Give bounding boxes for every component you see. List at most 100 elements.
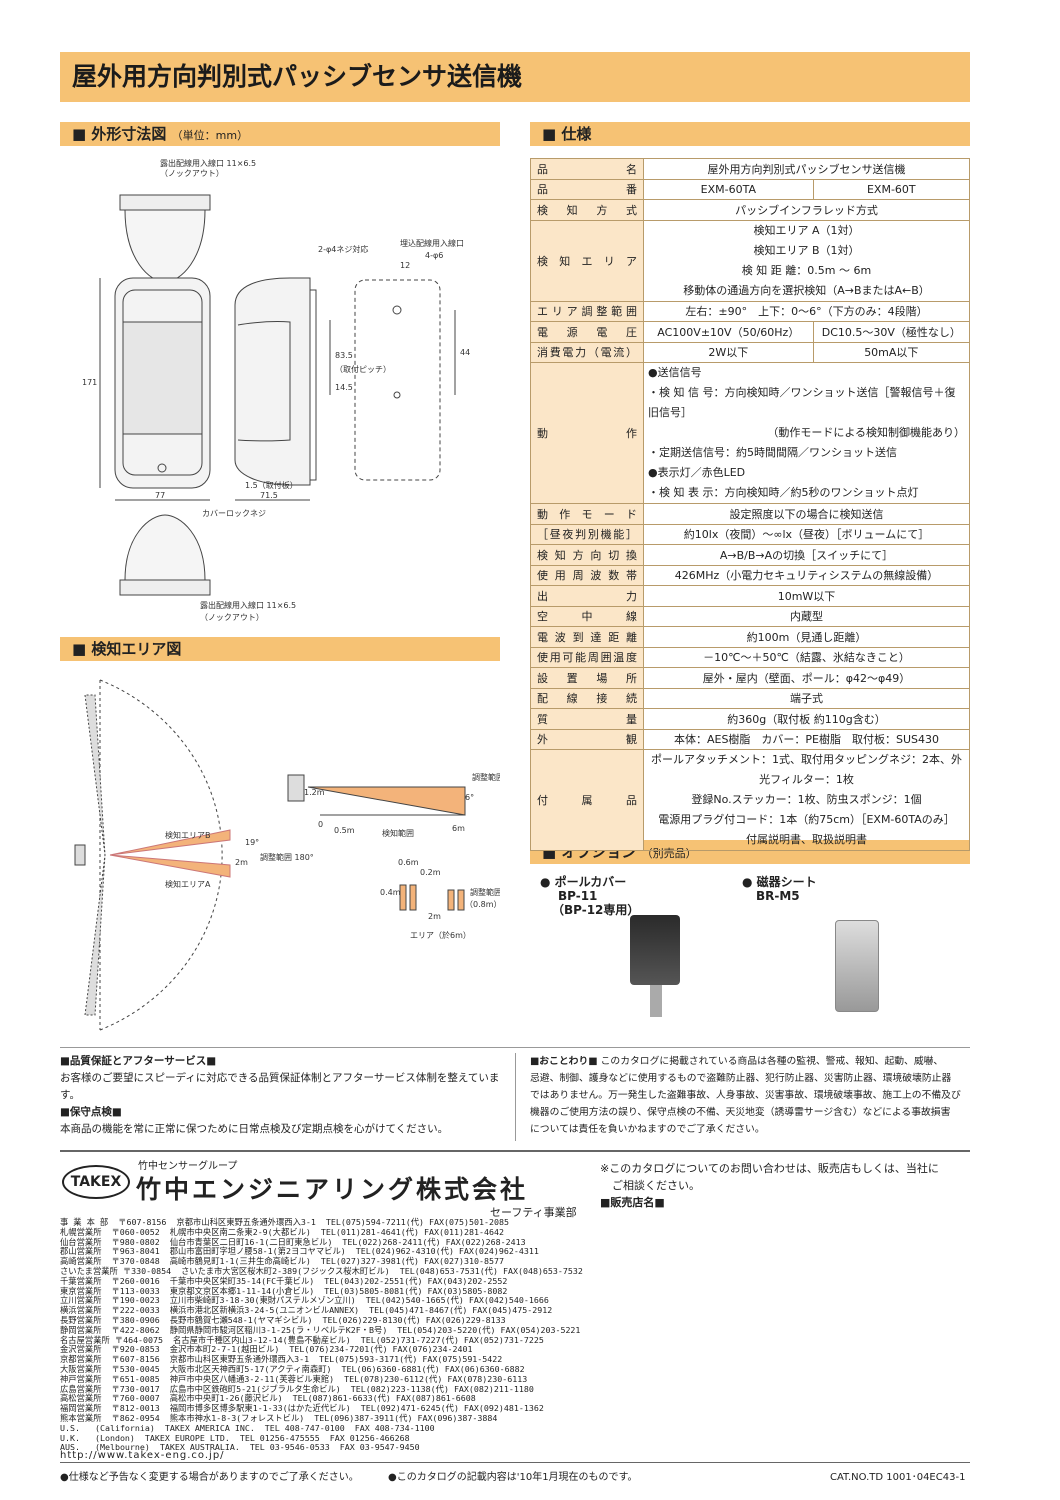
area-08m: （0.8m） <box>465 900 500 909</box>
section-spec-title: 仕様 <box>561 125 592 143</box>
section-spec-header: ■ 仕様 <box>530 122 970 146</box>
office-row: 神戸営業所 〒651-0085 神戸市中央区八幡通3-2-11(芙蓉ビル東館) … <box>60 1373 528 1384</box>
spec-label: 検知エリア <box>530 219 644 302</box>
spec-label: 消費電力（電流） <box>530 341 644 363</box>
divider-quality <box>60 1047 970 1048</box>
spec-row: 外観本体：AES樹脂 カバー：PE樹脂 取付板：SUS430 <box>530 728 970 750</box>
spec-row: 品名屋外用方向判別式パッシブセンサ送信機 <box>530 158 970 180</box>
spec-value: 屋外用方向判別式パッシブセンサ送信機 <box>643 158 970 180</box>
office-row: 福岡営業所 〒812-0013 福岡市博多区博多駅東1-1-33(はかた近代ビル… <box>60 1403 544 1414</box>
section-dims-header: ■ 外形寸法図 （単位：mm） <box>60 122 500 146</box>
area-2m-b: 2m <box>428 912 441 921</box>
spec-row: 付属品ポールアタッチメント：1式、取付用タッピングネジ：2本、外光フィルター：1… <box>530 749 970 851</box>
office-row: さいたま営業所 〒330-0854 さいたま市大宮区桜木町2-389(フジックス… <box>60 1265 583 1276</box>
spec-label: エリア調整範囲 <box>530 300 644 322</box>
area-2m: 2m <box>235 858 248 867</box>
dim-145: 14.5 <box>335 383 353 392</box>
maintenance-text: 本商品の機能を常に正常に保つために日常点検及び定期点検を心がけてください。 <box>60 1123 449 1135</box>
spec-label: 電源電圧 <box>530 321 644 343</box>
spec-line: ・検 知 信 号：方向検知時／ワンショット送信［警報信号＋復旧信号］ <box>648 386 956 419</box>
office-row: 熊本営業所 〒862-0954 熊本市神水1-8-3(フォレストビル) TEL(… <box>60 1412 498 1423</box>
spec-row: 検知方式パッシブインフラレッド方式 <box>530 199 970 221</box>
section-dims-unit: （単位：mm） <box>171 129 249 142</box>
inquiry-line-1: ※このカタログについてのお問い合わせは、販売店もしくは、当社に <box>600 1162 939 1175</box>
spec-line: 移動体の通過方向を選択検知（A→BまたはA←B） <box>683 283 930 297</box>
company-group: 竹中センサーグループ <box>138 1161 238 1172</box>
company-name: 竹中エンジニアリング株式会社 <box>136 1175 529 1204</box>
spec-label: 使用周波数帯 <box>530 564 644 586</box>
notice-line-3: ではありません。万一発生した盗難事故、人身事故、災害事故、環境破壊事故、施工上の… <box>530 1090 961 1101</box>
detection-area-drawing: 検知エリアB 検知エリアA 調整範囲 180° 19° 2m 1.2m 0 0.… <box>74 679 500 1031</box>
option-pole-cover-note: （BP-12専用） <box>552 903 640 917</box>
spec-line: 登録No.ステッカー：1枚、防虫スポンジ：1個 <box>691 793 922 806</box>
spec-value: 屋外・屋内（壁面、ポール：φ42～φ49） <box>643 667 970 689</box>
dimension-drawing: 露出配線用入線口 11×6.5 （ノックアウト） 2-φ4ネジ対応 埋込配線用入… <box>82 158 470 622</box>
spec-label: 付属品 <box>530 749 644 851</box>
office-row: AUS. (Melbourne) TAKEX AUSTRALIA. TEL 03… <box>60 1442 420 1453</box>
area-zero: 0 <box>318 820 323 829</box>
company-division: セーフティ事業部 <box>490 1206 577 1219</box>
section-area-title: 検知エリア図 <box>91 640 182 658</box>
office-row: 立川営業所 〒190-0023 立川市柴崎町3-18-30(東財パステルメゾン立… <box>60 1295 549 1306</box>
section-dims-title: 外形寸法図 <box>91 125 167 143</box>
catalog-number: CAT.NO.TD 1001･04EC43-1 <box>830 1472 966 1483</box>
divider-company <box>60 1150 970 1152</box>
spec-value: パッシブインフラレッド方式 <box>643 199 970 221</box>
office-row: 静岡営業所 〒422-8062 静岡県静岡市駿河区稲川3-1-25(ラ・リベルテ… <box>60 1324 581 1335</box>
spec-row: 質量約360g（取付板 約110g含む） <box>530 708 970 730</box>
spec-value: 426MHz（小電力セキュリティシステムの無線設備） <box>643 564 970 586</box>
area-range-180: 調整範囲 180° <box>260 852 314 862</box>
notice-line-2: 忌避、制御、護身などに使用するもので盗難防止器、犯行防止器、災害防止器、環境破壊… <box>530 1073 952 1084</box>
area-19: 19° <box>245 838 259 847</box>
footer-note-1: ●仕様など予告なく変更する場合がありますのでご了承ください。 <box>60 1472 359 1483</box>
dealer-label: ■販売店名■ <box>600 1196 665 1209</box>
pole-photo <box>650 985 662 1017</box>
spec-label: 外観 <box>530 728 644 750</box>
divider-footer <box>60 1462 970 1463</box>
spec-row: 動作モード設定照度以下の場合に検知送信 <box>530 503 970 525</box>
spec-row: 動作●送信信号・検 知 信 号：方向検知時／ワンショット送信［警報信号＋復旧信号… <box>530 362 970 504</box>
title-bar: 屋外用方向判別式パッシブセンサ送信機 <box>60 52 970 102</box>
spec-label: 検知方式 <box>530 199 644 221</box>
dim-15: 1.5（取付板） <box>245 480 298 490</box>
spec-row: 設置場所屋外・屋内（壁面、ポール：φ42～φ49） <box>530 667 970 689</box>
dim-715: 71.5 <box>260 491 278 500</box>
spec-value: EXM-60TA <box>643 178 814 200</box>
spec-value: 約10lx（夜間）～∞lx（昼夜）［ボリュームにて］ <box>643 523 970 545</box>
office-row: 札幌営業所 〒060-0052 札幌市中央区南二条東2-9(大都ビル) TEL(… <box>60 1226 504 1237</box>
office-row: 千葉営業所 〒260-0016 千葉市中央区栄町35-14(FC千葉ビル) TE… <box>60 1275 508 1286</box>
footer-url[interactable]: http://www.takex-eng.co.jp/ <box>60 1450 225 1461</box>
spec-row: エリア調整範囲左右：±90° 上下：0～6°（下方のみ：4段階） <box>530 300 970 322</box>
spec-line: ・定期送信信号：約5時間間隔／ワンショット送信 <box>648 446 897 459</box>
option-pole-cover-code: BP-11 <box>558 889 598 903</box>
spec-value: 50mA以下 <box>812 341 971 363</box>
area-06m: 0.6m <box>398 858 419 867</box>
section-area-header: ■ 検知エリア図 <box>60 637 500 661</box>
office-row: 金沢営業所 〒920-0853 金沢市本町2-7-1(越田ビル) TEL(076… <box>60 1344 473 1355</box>
spec-line: ポールアタッチメント：1式、取付用タッピングネジ：2本、外光フィルター：1枚 <box>651 753 962 786</box>
spec-value: 端子式 <box>643 687 970 709</box>
quality-block: ■品質保証とアフターサービス■ お客様のご要望にスピーディに対応できる品質保証体… <box>60 1053 510 1138</box>
office-row: 名古屋営業所 〒464-0075 名古屋市千種区内山3-12-14(豊島不動産ビ… <box>60 1334 544 1345</box>
notice-block: ■おことわり■ このカタログに掲載されている商品は各種の監視、警戒、報知、起動、… <box>530 1053 970 1138</box>
area-at-6m: エリア（於6m） <box>410 930 471 940</box>
office-row: 京都営業所 〒607-8156 京都市山科区東野五条通外環西入3-1 TEL(0… <box>60 1354 503 1365</box>
dim-screw: 2-φ4ネジ対応 <box>318 244 368 254</box>
divider-notice <box>515 1053 516 1141</box>
spec-label: 設置場所 <box>530 667 644 689</box>
spec-line: ●表示灯／赤色LED <box>648 466 746 479</box>
office-row: 仙台営業所 〒980-0802 仙台市青葉区二日町16-1(二日町東急ビル) T… <box>60 1236 526 1247</box>
dim-top-knock: （ノックアウト） <box>160 169 224 178</box>
spec-line: ・検 知 表 示：方向検知時／約5秒のワンショット点灯 <box>648 486 919 499</box>
office-row: 高崎営業所 〒370-0848 高崎市鶴見町1-1(三井生命高崎ビル) TEL(… <box>60 1256 504 1267</box>
spec-line: ●送信信号 <box>648 366 702 379</box>
area-label-b: 検知エリアB <box>165 830 211 840</box>
spec-value: 約360g（取付板 約110g含む） <box>643 708 970 730</box>
spec-value: EXM-60T <box>812 178 971 200</box>
pole-cover-photo <box>630 915 680 985</box>
